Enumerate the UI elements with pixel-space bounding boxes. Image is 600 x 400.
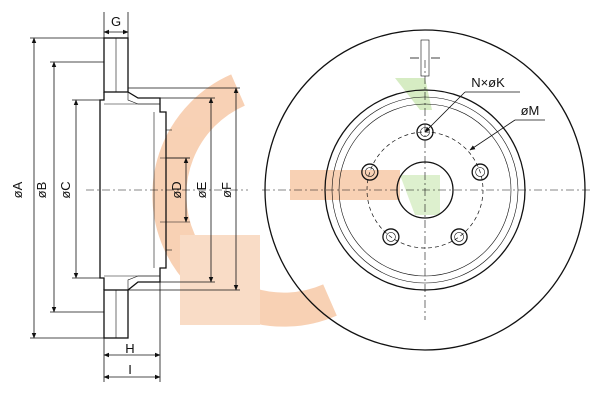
label-dia-a: øA <box>10 181 25 198</box>
bolt-hole <box>382 228 400 246</box>
watermark-green-tail <box>400 175 440 215</box>
watermark-logo <box>152 74 440 327</box>
label-dia-e: øE <box>194 181 209 198</box>
bolt-hole-inner <box>475 167 485 177</box>
bolt-hole-inner <box>454 232 464 242</box>
label-i: I <box>128 362 132 377</box>
label-dia-b: øB <box>34 182 49 199</box>
bolt-hole-inner <box>386 232 396 242</box>
label-dia-f: øF <box>219 182 234 198</box>
bolt-hole <box>471 163 489 181</box>
watermark-green-check <box>395 78 432 110</box>
side-view <box>30 12 248 382</box>
front-view <box>262 29 590 351</box>
bolt-hole <box>361 163 379 181</box>
label-dia-m: øM <box>521 103 540 118</box>
bolt-hole-inner <box>365 167 375 177</box>
label-dia-c: øC <box>58 181 73 198</box>
label-h: H <box>125 341 134 356</box>
label-dia-d: øD <box>169 181 184 198</box>
watermark-orange-block <box>180 235 260 325</box>
watermark-orange-arc <box>152 74 337 327</box>
label-bolt-count-dia: N×øK <box>471 75 505 90</box>
label-g: G <box>111 14 121 29</box>
bolt-hole <box>450 228 468 246</box>
watermark-orange-bar <box>290 170 400 200</box>
wear-slot <box>420 39 430 77</box>
